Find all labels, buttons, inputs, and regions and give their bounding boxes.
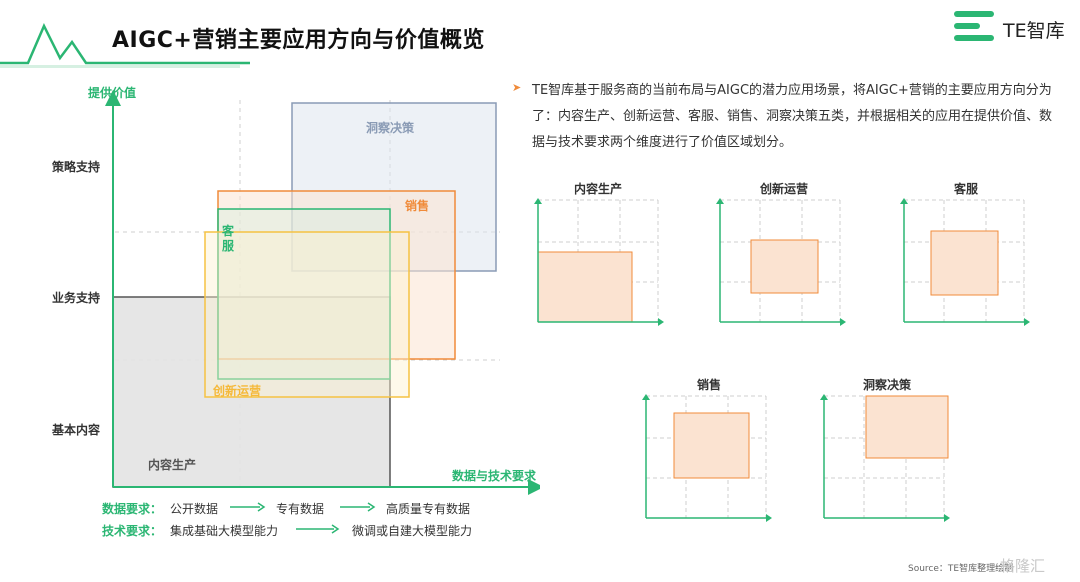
y-level-business: 业务支持 [52, 291, 101, 305]
data-req-3: 高质量专有数据 [386, 502, 471, 516]
y-level-strategy: 策略支持 [52, 160, 101, 174]
value-map-diagram [105, 90, 540, 495]
mini-title-ops: 创新运营 [759, 182, 808, 196]
mini-title-service: 客服 [953, 182, 978, 196]
mini-chart-content [534, 198, 664, 326]
area-service [217, 208, 391, 380]
tech-req-2: 微调或自建大模型能力 [352, 524, 473, 538]
source-note: Source：TE智库整理绘制 [908, 564, 1014, 574]
mini-chart-service [900, 198, 1030, 326]
description-text: TE智库基于服务商的当前布局与AIGC的潜力应用场景，将AIGC+营销的主要应用… [532, 83, 1053, 150]
label-content: 内容生产 [148, 458, 197, 472]
label-ops: 创新运营 [213, 384, 262, 398]
tech-req-1: 集成基础大模型能力 [170, 524, 279, 538]
label-insight: 洞察决策 [366, 121, 415, 135]
label-sales: 销售 [405, 199, 430, 213]
arrow-right-icon [296, 524, 340, 534]
mini-chart-insight [820, 394, 950, 522]
mini-chart-sales [642, 394, 772, 522]
tech-req-title: 技术要求： [102, 524, 163, 538]
mini-chart-ops [716, 198, 846, 326]
page-title: AIGC+营销主要应用方向与价值概览 [112, 28, 485, 53]
te-logo-icon [954, 11, 994, 41]
mini-title-content: 内容生产 [573, 182, 622, 196]
data-req-title: 数据要求： [102, 502, 163, 516]
arrow-right-icon [230, 502, 266, 512]
data-req-1: 公开数据 [170, 502, 219, 516]
data-req-2: 专有数据 [276, 502, 325, 516]
area-ops [204, 231, 410, 398]
x-axis-label: 数据与技术要求 [452, 469, 537, 483]
heartbeat-logo-icon [0, 23, 250, 68]
label-service: 客服 [222, 224, 235, 253]
watermark: 格隆汇 [1000, 557, 1046, 575]
arrow-right-icon [340, 502, 376, 512]
mini-title-sales: 销售 [696, 378, 721, 392]
area-sales [217, 190, 456, 360]
mini-title-insight: 洞察决策 [862, 378, 911, 392]
y-axis-label: 提供价值 [88, 86, 137, 100]
y-level-basic: 基本内容 [52, 423, 101, 437]
brand-name: TE智库 [1003, 20, 1065, 42]
bullet-arrow-icon: ➤ [512, 81, 522, 94]
